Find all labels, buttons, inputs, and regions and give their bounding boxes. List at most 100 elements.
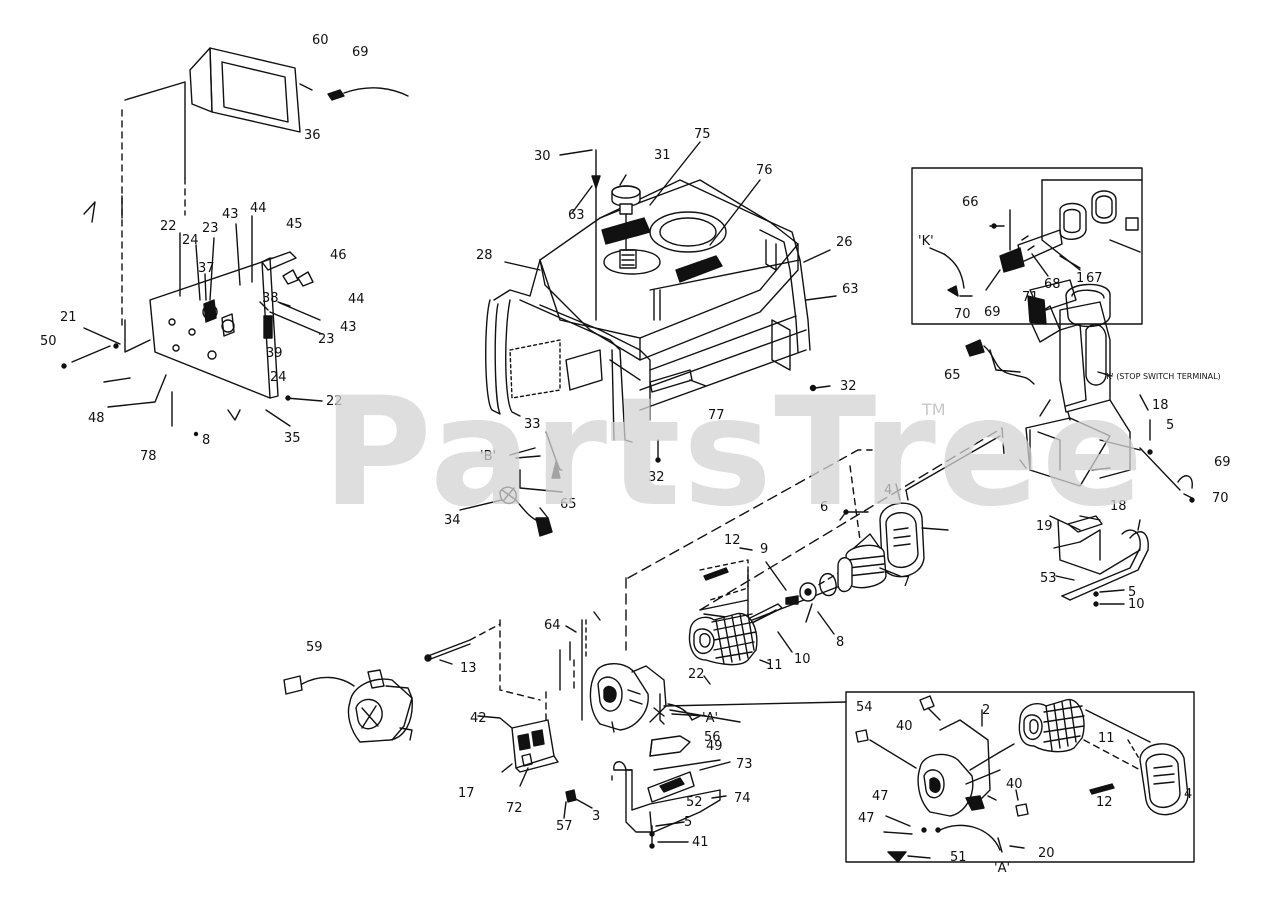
callout-label: 52 <box>686 795 703 810</box>
callout-label: 51 <box>950 850 967 865</box>
callout-label: 'A' <box>994 861 1010 876</box>
receptacle-panel-part-42-17-72 <box>477 715 559 773</box>
callout-label: 18 <box>1110 499 1127 514</box>
rear-bearing-carrier-part-22 <box>589 663 667 733</box>
callout-label: 28 <box>476 248 493 263</box>
callout-label: 9 <box>760 542 768 557</box>
callout-label: 65 <box>560 497 577 512</box>
callout-label: 24 <box>182 233 199 248</box>
frame-part-28-26 <box>485 221 811 443</box>
callout-label: 39 <box>266 346 283 361</box>
callout-label: 37 <box>198 261 215 276</box>
wire-part-69-top <box>327 87 409 101</box>
callout-label: 8 <box>202 433 210 448</box>
callout-label: 72 <box>506 801 523 816</box>
callout-label: 18 <box>1152 398 1169 413</box>
callout-label: 'B' <box>480 449 496 464</box>
control-panel-plate-78 <box>149 257 279 399</box>
decal-part-77 <box>649 369 707 393</box>
callout-label: 4 <box>884 483 892 498</box>
callout-label: 43 <box>222 207 239 222</box>
callout-label: 54 <box>856 700 873 715</box>
brush-holder-part-49-56 <box>649 693 701 757</box>
callout-label: 71 <box>1022 290 1039 305</box>
callout-label: 30 <box>534 149 551 164</box>
callout-label: 69 <box>984 305 1001 320</box>
callout-label: 22 <box>160 219 177 234</box>
callout-label: 77 <box>708 408 725 423</box>
partstree-watermark: PartsTree <box>322 366 1146 540</box>
callout-label: 48 <box>88 411 105 426</box>
callout-label: 45 <box>286 217 303 232</box>
fuel-line-part-34-65 <box>499 461 561 537</box>
callout-label: 10 <box>794 652 811 667</box>
frame-leader-lines <box>459 141 837 519</box>
callout-label: 69 <box>352 45 369 60</box>
callout-label: 5 <box>1128 585 1136 600</box>
callout-label: 40 <box>896 719 913 734</box>
callout-label: 36 <box>304 128 321 143</box>
fuel-gauge-part-30-63 <box>591 149 601 321</box>
callout-label: 7 <box>902 575 910 590</box>
callout-label: 41 <box>692 835 709 850</box>
fuel-tank-part-75 <box>539 179 799 361</box>
callout-label: 22 <box>688 667 705 682</box>
callout-label: 8 <box>836 635 844 650</box>
callout-label: 33 <box>524 417 541 432</box>
outlet-box-part-36 <box>189 47 313 133</box>
through-bolt-part-13 <box>424 619 587 721</box>
callout-label: 17 <box>458 786 475 801</box>
callout-label: 56 <box>704 730 721 745</box>
callout-label: 'K' <box>918 234 934 249</box>
callout-label: 44 <box>250 201 267 216</box>
center-leader-lines <box>439 483 901 787</box>
base-rail-part-53 <box>1053 519 1149 607</box>
callout-label: 10 <box>1128 597 1145 612</box>
callout-label: 74 <box>734 791 751 806</box>
rotor-bolt-washer-part-8-9-10 <box>740 582 817 628</box>
callout-label: 19 <box>1036 519 1053 534</box>
panel-frame-lines <box>83 81 186 331</box>
trademark-mark: TM <box>922 400 946 419</box>
stator-part-11 <box>688 612 758 666</box>
callout-label: 57 <box>556 819 573 834</box>
callout-label: 2 <box>982 703 990 718</box>
callout-label: 66 <box>962 195 979 210</box>
callout-label: 53 <box>1040 571 1057 586</box>
callout-label: 1 <box>1076 271 1084 286</box>
callout-label: 47 <box>872 789 889 804</box>
callout-label: 46 <box>330 248 347 263</box>
engine-part-1 <box>1019 279 1141 487</box>
callout-label: 11 <box>1098 731 1115 746</box>
callout-label: 12 <box>724 533 741 548</box>
callout-label: 40 <box>1006 777 1023 792</box>
callout-label: 5 <box>684 815 692 830</box>
callout-label: 59 <box>306 640 323 655</box>
callout-label: 23 <box>318 332 335 347</box>
callout-label: 32 <box>840 379 857 394</box>
callout-label: 65 <box>944 368 961 383</box>
callout-label: 60 <box>312 33 329 48</box>
callout-label: 'A' <box>702 711 718 726</box>
callout-label: 35 <box>284 431 301 446</box>
callout-label: 47 <box>858 811 875 826</box>
callout-label: 4 <box>1184 787 1192 802</box>
callout-label: 42 <box>470 711 487 726</box>
fuel-cap-part-31 <box>611 185 641 251</box>
callout-label: 44 <box>348 292 365 307</box>
callout-label: 70 <box>954 307 971 322</box>
callout-label: 32 <box>648 470 665 485</box>
engine-adapter-part-59 <box>283 669 413 743</box>
callout-label: 13 <box>460 661 477 676</box>
callout-label: 12 <box>1096 795 1113 810</box>
callout-label: 3 <box>592 809 600 824</box>
callout-label: 78 <box>140 449 157 464</box>
callout-label: 63 <box>568 208 585 223</box>
callout-label: 21 <box>60 310 77 325</box>
rotor-part-7 <box>819 533 887 597</box>
callout-label: 73 <box>736 757 753 772</box>
callout-label: 69 <box>1214 455 1231 470</box>
